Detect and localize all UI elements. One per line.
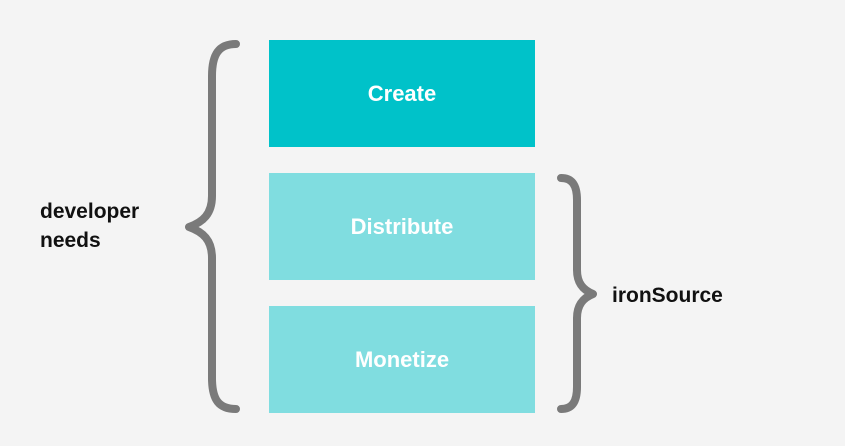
- create-block: Create: [269, 40, 535, 147]
- distribute-block: Distribute: [269, 173, 535, 280]
- monetize-label: Monetize: [354, 346, 450, 372]
- ironsource-label: ironSource: [612, 284, 723, 307]
- developer-needs-line1: developer: [40, 200, 140, 223]
- distribute-label: Distribute: [350, 213, 454, 239]
- right-curly-brace: [557, 174, 597, 413]
- left-curly-brace: [185, 40, 240, 413]
- developer-needs-label: developer needs: [40, 197, 139, 255]
- monetize-block: Monetize: [269, 306, 535, 413]
- developer-needs-line2: needs: [40, 229, 101, 252]
- create-label: Create: [367, 80, 437, 106]
